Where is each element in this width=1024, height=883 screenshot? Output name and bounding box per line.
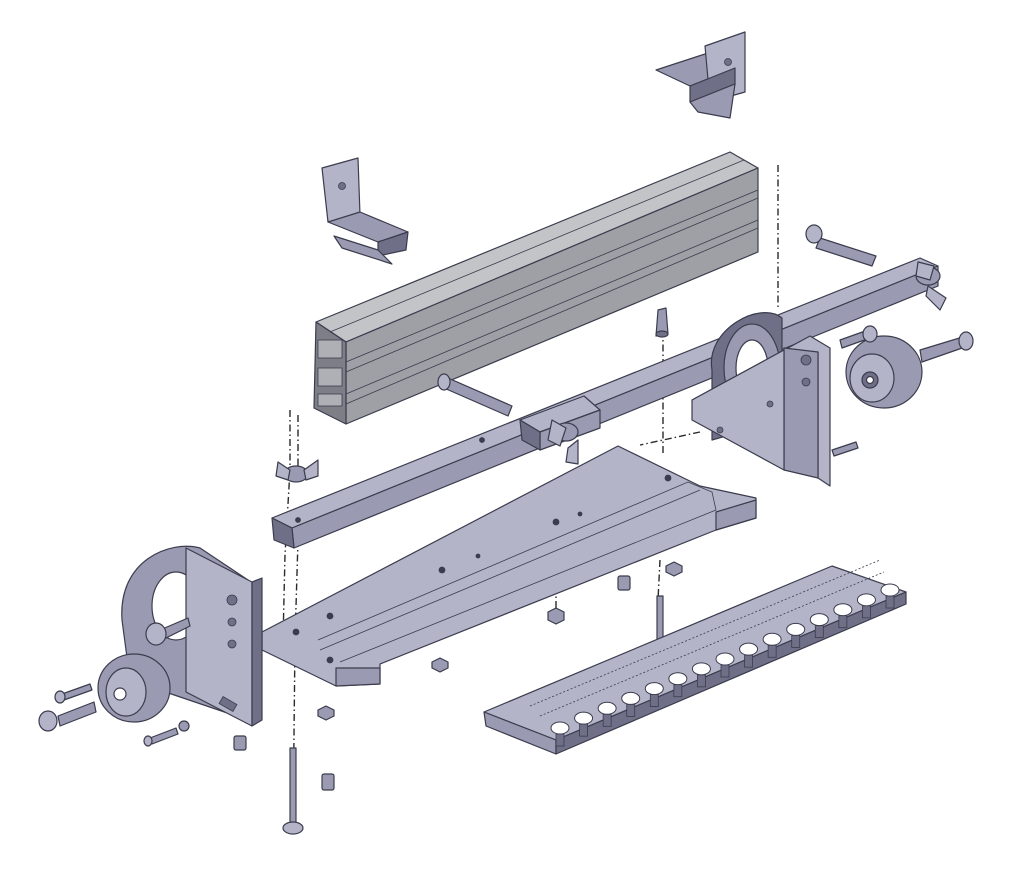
- side-bracket-right: [691, 312, 831, 487]
- comb-slot: [762, 632, 782, 646]
- comb-tooth: [744, 654, 753, 668]
- comb-tooth: [555, 733, 565, 747]
- threaded-inserts: [233, 575, 631, 791]
- socket-cap-screw-mid: [437, 373, 513, 417]
- comb-slot: [597, 701, 617, 715]
- comb-tooth: [814, 625, 824, 638]
- comb-slot: [574, 711, 594, 725]
- comb-tooth: [885, 595, 895, 609]
- hex-nuts: [317, 561, 683, 721]
- comb-tooth: [862, 605, 871, 619]
- socket-cap-screw-upper: [805, 224, 877, 267]
- comb-tooth: [697, 674, 706, 688]
- angle-bracket-right: [655, 31, 746, 119]
- comb-slot: [550, 721, 570, 735]
- comb-tooth: [767, 644, 777, 658]
- comb-tooth: [579, 723, 588, 737]
- socket-cap-screw-vertical-short: [656, 595, 664, 641]
- comb-slot: [833, 603, 853, 617]
- comb-tooth: [602, 713, 612, 727]
- comb-slot: [880, 583, 900, 597]
- socket-cap-screw-left-set: [38, 683, 190, 747]
- comb-slot: [644, 682, 664, 696]
- comb-slot: [691, 662, 711, 676]
- comb-tooth: [838, 615, 848, 629]
- wing-nut-clamp: [547, 419, 579, 465]
- angle-bracket-left: [321, 157, 409, 265]
- socket-cap-screw-knob-right: [831, 325, 974, 457]
- socket-cap-screw-vertical-long: [282, 747, 304, 835]
- comb-slot: [668, 672, 688, 686]
- round-knob-right: [845, 335, 923, 409]
- comb-slot: [739, 642, 759, 656]
- comb-tooth: [791, 635, 801, 648]
- comb-slot: [715, 652, 735, 666]
- comb-slot: [786, 622, 806, 636]
- round-knob-left: [97, 653, 171, 723]
- comb-tooth: [649, 694, 659, 707]
- comb-slot: [621, 691, 641, 705]
- thumb-screw: [655, 307, 669, 338]
- comb-tooth: [720, 664, 730, 678]
- comb-slot: [856, 593, 876, 607]
- wing-nut-left: [275, 459, 319, 483]
- wing-nut-right: [915, 261, 947, 311]
- comb-tooth: [626, 704, 636, 717]
- socket-cap-screw-ring-left: [145, 617, 191, 646]
- comb-tooth: [673, 684, 683, 698]
- base-plate: [261, 445, 757, 687]
- aluminum-extrusion-profile: [313, 151, 759, 425]
- comb-template: [483, 559, 907, 755]
- comb-fingers: [550, 583, 900, 747]
- comb-slot: [809, 613, 829, 627]
